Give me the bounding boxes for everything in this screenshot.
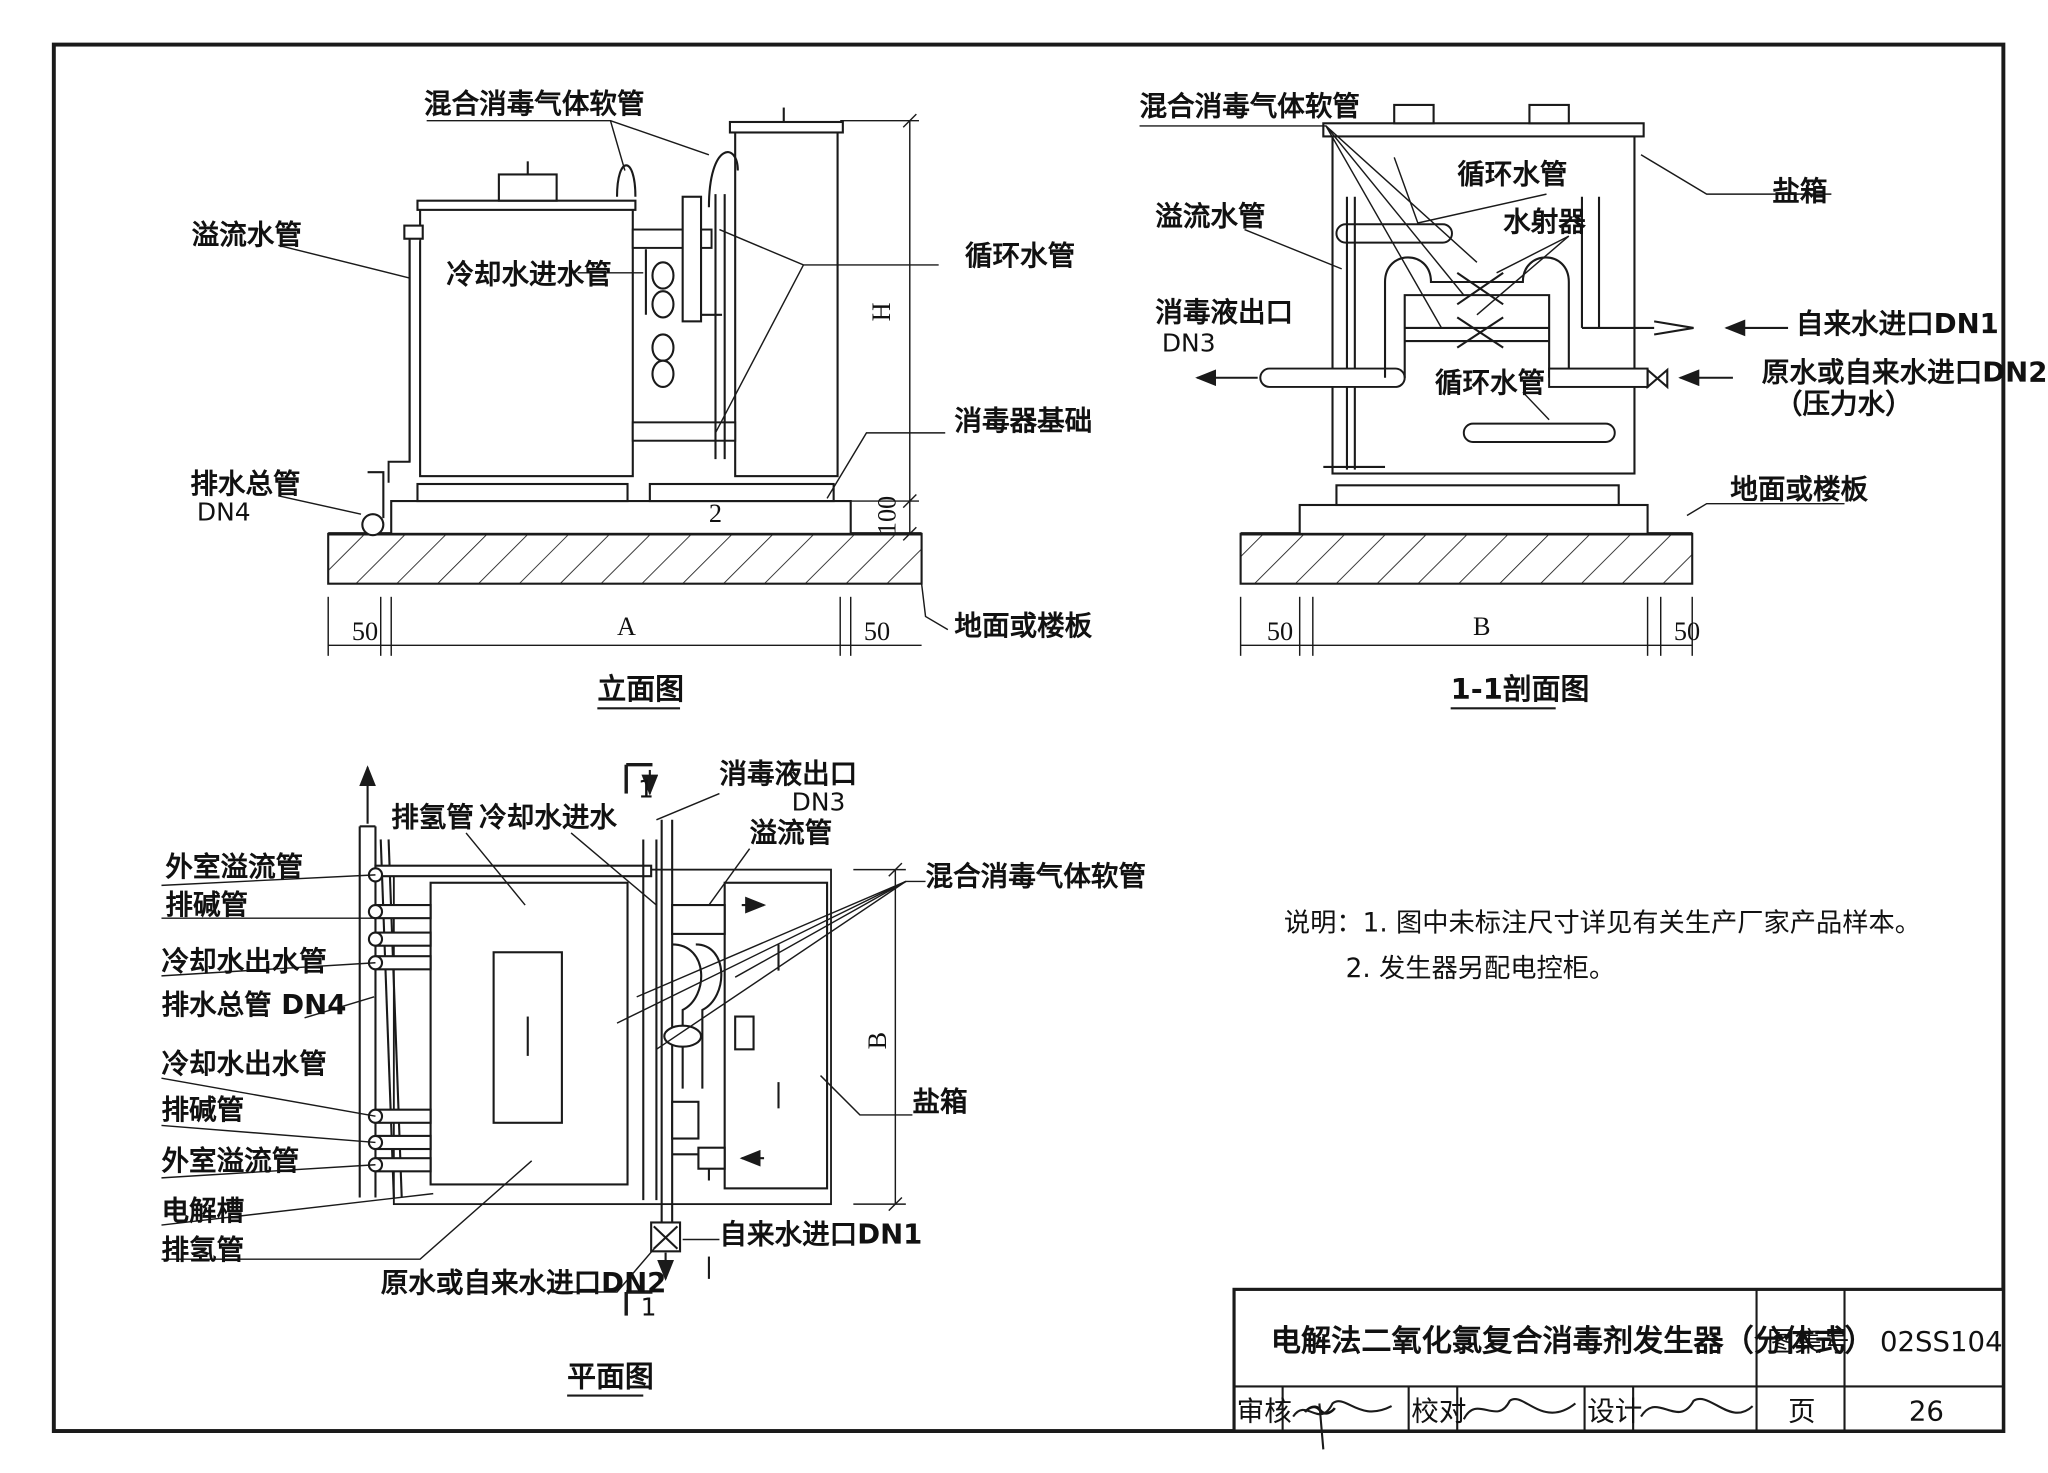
notes-line-1: 说明：1. 图中未标注尺寸详见有关生产厂家产品样本。 [1284, 908, 1921, 938]
plan-section-mark-bottom: 1 [641, 1293, 657, 1322]
plan-dim-b: B [863, 1032, 892, 1049]
elevation-label-base: 消毒器基础 [954, 405, 1092, 437]
plan-label-h2-bottom: 排氢管 [161, 1234, 244, 1266]
section-dim-50-left: 50 [1267, 617, 1293, 646]
section-label-outlet-dn: DN3 [1162, 329, 1216, 358]
plan-label-alkali-1: 排碱管 [165, 889, 248, 921]
elevation-dim-50-left: 50 [352, 617, 378, 646]
title-block-drawing-title: 电解法二氧化氯复合消毒剂发生器（分体式） [1271, 1323, 1875, 1359]
plan-label-outlet-dn: DN3 [792, 788, 846, 817]
section-label-tap-in: 自来水进口DN1 [1796, 308, 1999, 340]
elevation-foundation [390, 500, 852, 535]
title-block-atlas-no: 02SS104 [1880, 1326, 2003, 1358]
review-signature: 〜 [1300, 1392, 1337, 1432]
plan-label-cooling-out-2: 冷却水出水管 [161, 1048, 326, 1080]
plan-label-alkali-2: 排碱管 [161, 1094, 244, 1126]
section-label-raw-in-note: （压力水） [1775, 388, 1913, 420]
section-label-mix-hose: 混合消毒气体软管 [1140, 90, 1360, 122]
section-title: 1-1剖面图 [1451, 672, 1590, 706]
section-label-circulation-bottom: 循环水管 [1435, 367, 1545, 399]
notes: 说明：1. 图中未标注尺寸详见有关生产厂家产品样本。 2. 发生器另配电控柜。 [1284, 908, 1921, 984]
check-signature-mark [1462, 1398, 1577, 1420]
elevation-dim-100: 100 [872, 496, 901, 535]
plan-label-mix-hose: 混合消毒气体软管 [926, 860, 1146, 892]
elevation-label-floor: 地面或楼板 [954, 610, 1092, 642]
section-dim-50-right: 50 [1674, 617, 1700, 646]
section-tank [1331, 134, 1636, 475]
elevation-label-drain: 排水总管 [190, 468, 300, 500]
title-block-design-label: 设计 [1587, 1396, 1642, 1428]
plan-title: 平面图 [567, 1359, 654, 1393]
design-signature-mark [1640, 1397, 1754, 1418]
svg-text:2: 2 [709, 499, 722, 528]
elevation-salt-tank [734, 130, 839, 478]
section-label-salt-box: 盐箱 [1772, 176, 1827, 208]
section-foundation [1298, 503, 1649, 535]
elevation-ground [327, 532, 923, 585]
title-block: 电解法二氧化氯复合消毒剂发生器（分体式） 图集号 02SS104 审核 〜 校对… [1232, 1287, 2005, 1450]
plan-section-mark-top: 1 [638, 775, 654, 804]
elevation-dim-a: A [617, 612, 636, 641]
title-block-page-no: 26 [1909, 1396, 1944, 1428]
title-block-review-label: 审核 [1237, 1396, 1292, 1428]
elevation-label-mix-hose: 混合消毒气体软管 [424, 88, 644, 120]
sheet-border [51, 42, 2006, 1433]
section-dim-b: B [1473, 612, 1491, 641]
plan-label-overflow: 溢流管 [750, 817, 833, 849]
title-block-check-label: 校对 [1411, 1396, 1466, 1428]
title-block-atlas-label: 图集号 [1767, 1326, 1850, 1358]
notes-line-2: 2. 发生器另配电控柜。 [1346, 954, 1616, 984]
plan-label-cooling-in: 冷却水进水 [479, 801, 617, 833]
section-label-outlet: 消毒液出口 [1155, 296, 1293, 328]
plan-view: 1 1 B 排氢管 冷却水进水 消毒液出口 DN3 [161, 758, 1146, 1397]
plan-label-cooling-out-1: 冷却水出水管 [161, 946, 326, 978]
title-block-frame [1232, 1287, 2005, 1433]
plan-label-raw-in: 原水或自来水进口DN2 [381, 1267, 667, 1299]
section-label-overflow: 溢流水管 [1155, 201, 1265, 233]
plan-label-outdoor-overflow-2: 外室溢流管 [161, 1145, 299, 1177]
section-label-ejector: 水射器 [1503, 206, 1586, 238]
section-label-floor: 地面或楼板 [1730, 473, 1868, 505]
plan-label-tap-in: 自来水进口DN1 [719, 1218, 922, 1250]
elevation-dim-50-right: 50 [864, 617, 890, 646]
elevation-dim-h: H [867, 302, 896, 321]
plan-label-cell: 电解槽 [161, 1195, 244, 1227]
elevation-view: 2 H 100 50 A 50 混合消毒气体软管 溢流水管 冷却水进水管 循环 [190, 88, 1093, 710]
elevation-label-circulation: 循环水管 [965, 240, 1075, 272]
section-ground [1239, 532, 1694, 585]
elevation-cell-box [419, 206, 634, 478]
plan-label-salt-box: 盐箱 [912, 1086, 967, 1118]
plan-label-outdoor-overflow-1: 外室溢流管 [165, 851, 303, 883]
elevation-label-overflow: 溢流水管 [192, 219, 302, 251]
section-label-circulation-top: 循环水管 [1457, 159, 1567, 191]
plan-label-h2-top: 排氢管 [391, 801, 474, 833]
elevation-label-cooling-in: 冷却水进水管 [446, 258, 611, 290]
review-signature-mark [1292, 1400, 1393, 1450]
elevation-label-drain-dn: DN4 [197, 498, 251, 527]
elevation-drain-pipe [361, 513, 385, 537]
section-label-raw-in: 原水或自来水进口DN2 [1762, 357, 2048, 389]
elevation-title: 立面图 [597, 672, 684, 706]
section-view: 50 B 50 混合消毒气体软管 循环水管 盐箱 溢流水管 水射器 消毒液出口 … [1140, 90, 2048, 710]
plan-label-outlet: 消毒液出口 [719, 758, 857, 790]
title-block-page-label: 页 [1788, 1396, 1816, 1428]
plan-label-drain: 排水总管 DN4 [161, 989, 346, 1021]
